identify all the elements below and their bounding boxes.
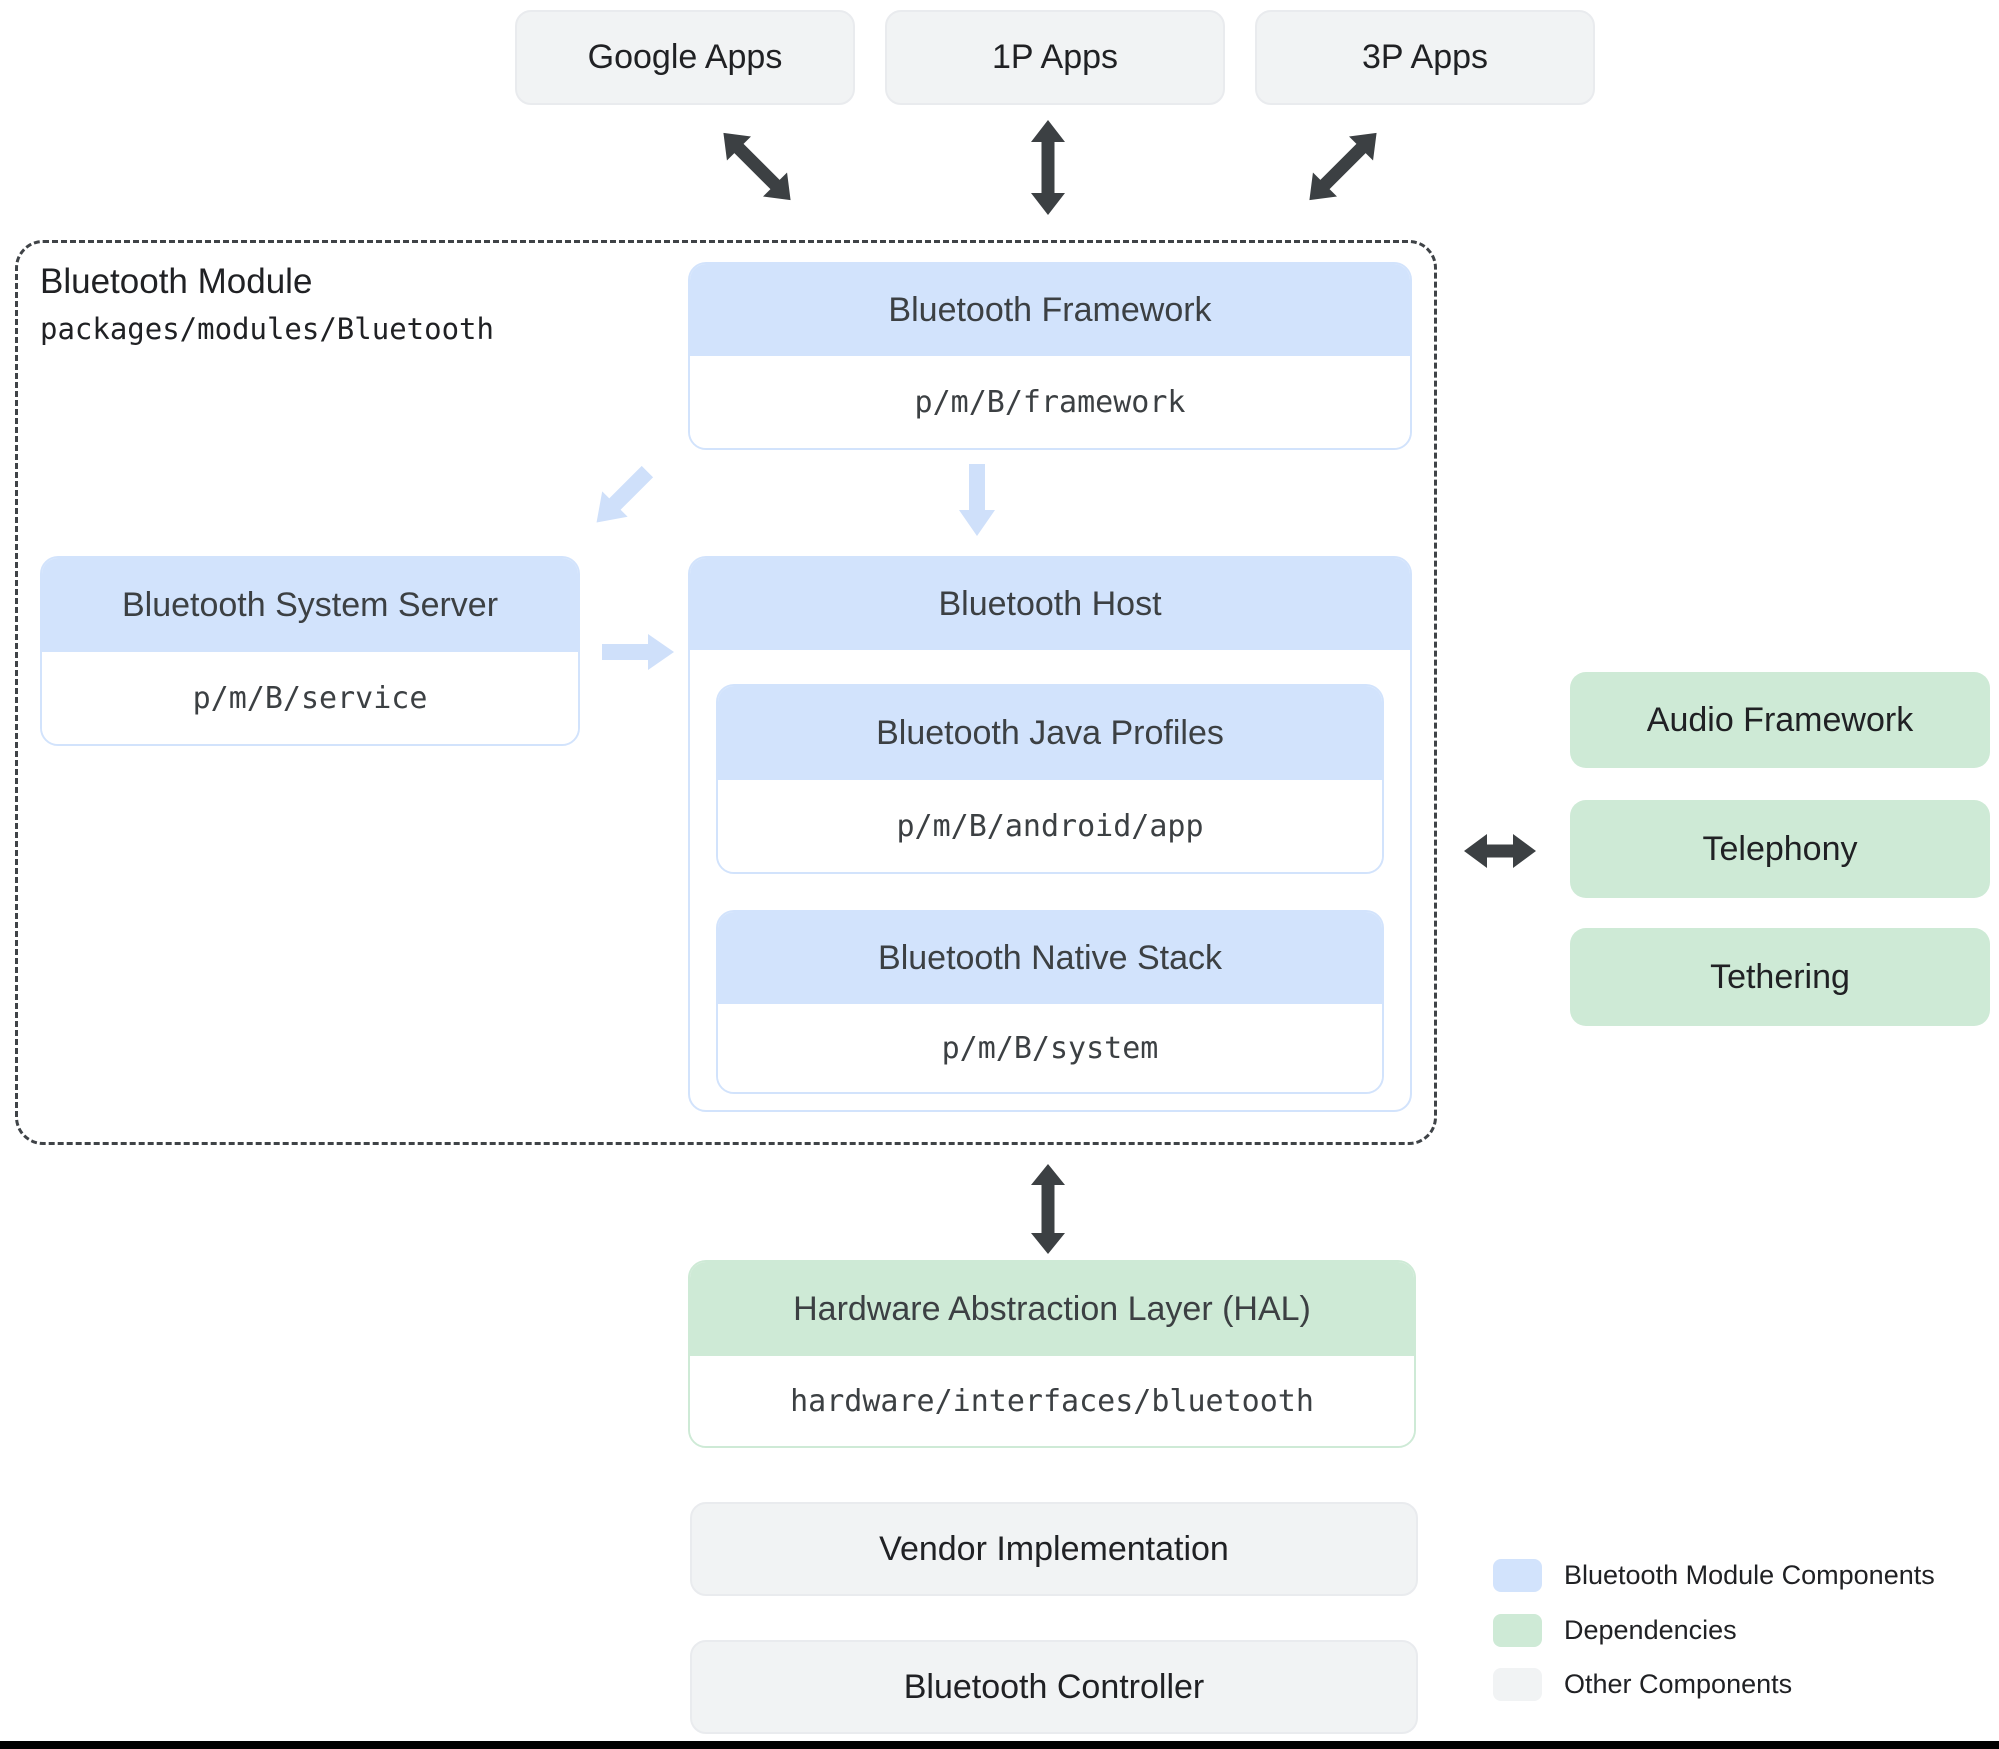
third-party-apps-box: 3P Apps xyxy=(1255,10,1595,105)
bidirectional-arrow-1p-apps-icon xyxy=(1031,120,1065,215)
telephony-label: Telephony xyxy=(1702,829,1858,868)
bluetooth-framework-box: Bluetooth Framework p/m/B/framework xyxy=(688,262,1412,450)
bluetooth-controller-label: Bluetooth Controller xyxy=(903,1667,1205,1706)
audio-framework-label: Audio Framework xyxy=(1646,700,1914,739)
vendor-implementation-box: Vendor Implementation xyxy=(690,1502,1418,1596)
bluetooth-host-title: Bluetooth Host xyxy=(938,584,1162,623)
bidirectional-arrow-dependencies-icon xyxy=(1464,834,1536,868)
bluetooth-java-profiles-header: Bluetooth Java Profiles xyxy=(718,686,1382,780)
hal-title: Hardware Abstraction Layer (HAL) xyxy=(793,1289,1311,1328)
arrow-framework-to-host-icon xyxy=(959,464,995,536)
arrow-framework-to-system-server-icon xyxy=(596,465,654,523)
bluetooth-system-server-box: Bluetooth System Server p/m/B/service xyxy=(40,556,580,746)
legend-swatch-blue xyxy=(1493,1559,1542,1592)
third-party-apps-label: 3P Apps xyxy=(1361,38,1489,76)
legend-swatch-green xyxy=(1493,1614,1542,1647)
bluetooth-native-stack-title: Bluetooth Native Stack xyxy=(878,938,1222,977)
legend-row-module-components: Bluetooth Module Components xyxy=(1493,1559,1935,1592)
first-party-apps-box: 1P Apps xyxy=(885,10,1225,105)
bluetooth-framework-title: Bluetooth Framework xyxy=(888,290,1212,329)
bluetooth-system-server-header: Bluetooth System Server xyxy=(42,558,578,652)
legend-swatch-gray xyxy=(1493,1668,1542,1701)
bluetooth-java-profiles-path: p/m/B/android/app xyxy=(718,780,1382,872)
legend-label-module-components: Bluetooth Module Components xyxy=(1564,1560,1935,1590)
arrow-system-server-to-host-icon xyxy=(602,634,674,670)
legend-row-dependencies: Dependencies xyxy=(1493,1614,1737,1647)
bluetooth-java-profiles-box: Bluetooth Java Profiles p/m/B/android/ap… xyxy=(716,684,1384,874)
bluetooth-host-header: Bluetooth Host xyxy=(690,558,1410,650)
bottom-edge-bar xyxy=(0,1741,1999,1749)
bluetooth-native-stack-box: Bluetooth Native Stack p/m/B/system xyxy=(716,910,1384,1094)
hal-path: hardware/interfaces/bluetooth xyxy=(690,1356,1414,1446)
hal-box: Hardware Abstraction Layer (HAL) hardwar… xyxy=(688,1260,1416,1448)
bluetooth-framework-header: Bluetooth Framework xyxy=(690,264,1410,356)
bluetooth-module-title: Bluetooth Module xyxy=(40,262,313,301)
vendor-implementation-label: Vendor Implementation xyxy=(879,1529,1229,1568)
google-apps-label: Google Apps xyxy=(587,38,783,76)
bluetooth-framework-path: p/m/B/framework xyxy=(690,356,1410,448)
legend-row-other-components: Other Components xyxy=(1493,1668,1792,1701)
bidirectional-arrow-hal-icon xyxy=(1031,1164,1065,1254)
bluetooth-system-server-title: Bluetooth System Server xyxy=(121,585,499,624)
bluetooth-java-profiles-title: Bluetooth Java Profiles xyxy=(876,713,1224,752)
bluetooth-system-server-path: p/m/B/service xyxy=(42,652,578,744)
hal-header: Hardware Abstraction Layer (HAL) xyxy=(690,1262,1414,1356)
legend-label-dependencies: Dependencies xyxy=(1564,1615,1737,1645)
telephony-box: Telephony xyxy=(1570,800,1990,898)
bluetooth-host-box: Bluetooth Host Bluetooth Java Profiles p… xyxy=(688,556,1412,1112)
bluetooth-module-path: packages/modules/Bluetooth xyxy=(40,312,494,346)
bidirectional-arrow-3p-apps-icon xyxy=(1309,132,1377,201)
legend-label-other-components: Other Components xyxy=(1564,1669,1793,1699)
bidirectional-arrow-google-apps-icon xyxy=(723,132,791,201)
tethering-label: Tethering xyxy=(1710,957,1850,996)
bluetooth-module-boundary xyxy=(15,240,1437,1145)
bluetooth-controller-box: Bluetooth Controller xyxy=(690,1640,1418,1734)
google-apps-box: Google Apps xyxy=(515,10,855,105)
bluetooth-native-stack-header: Bluetooth Native Stack xyxy=(718,912,1382,1004)
first-party-apps-label: 1P Apps xyxy=(991,38,1119,76)
tethering-box: Tethering xyxy=(1570,928,1990,1026)
audio-framework-box: Audio Framework xyxy=(1570,672,1990,768)
bluetooth-native-stack-path: p/m/B/system xyxy=(718,1004,1382,1092)
